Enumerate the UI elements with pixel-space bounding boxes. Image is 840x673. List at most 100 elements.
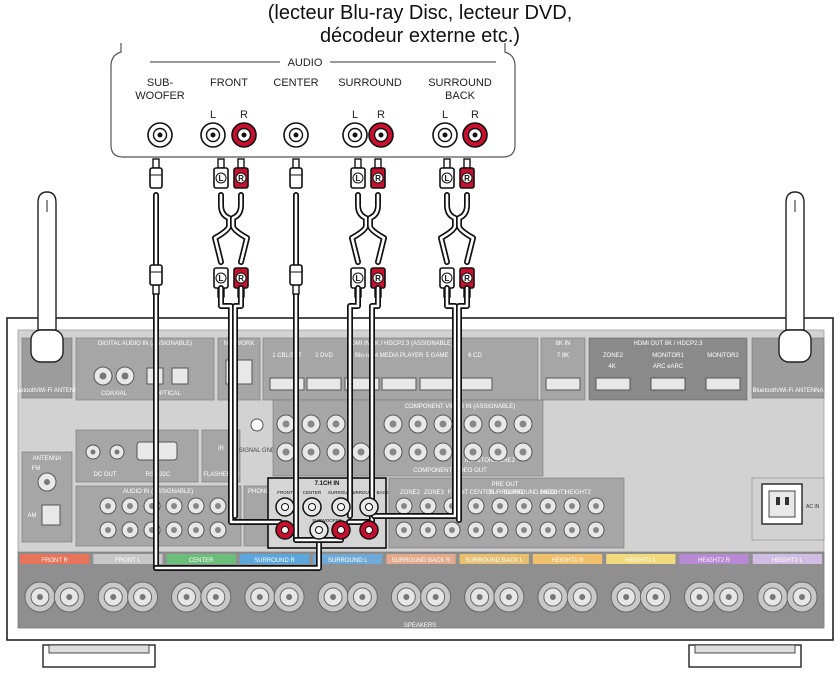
component-jack-pin [282,420,290,428]
audio-in-jack-pin [171,527,177,533]
hdmi-input-label: 2 DVD [315,353,333,359]
channel-label-sub: BACK [445,90,476,102]
speaker-terminal-label: SURROUND BACK R [392,558,451,564]
ch71-jack-ring [281,503,289,511]
hdmi-output-label: ZONE2 [603,353,624,359]
rca-plug-mono [149,264,163,295]
pre-out-jack-label: HEIGHT2 [565,490,592,496]
antenna-left [30,191,64,363]
cable-front-l-core [219,286,282,524]
ch71-jack-label: CENTER [303,490,322,495]
av-receiver: Bluetooth/Wi-Fi ANTENNA Bluetooth/Wi-Fi … [6,191,834,668]
component-jack-pin [519,448,527,456]
speaker-terminal-label: FRONT L [115,558,141,564]
speakers-label: SPEAKERS [404,623,436,629]
plug-tip [354,158,362,169]
hdmi-port [545,377,581,391]
speaker-post-hole [505,594,512,600]
pre-out-jack-label: HEIGHT1 [541,490,568,496]
channel-label: SURROUND [338,77,402,89]
plug-letter: L [356,274,361,283]
antenna-label-right: Bluetooth/Wi-Fi ANTENNA [752,388,823,394]
audio-in-jack-pin [105,527,111,533]
component-jack-pin [414,420,422,428]
plug-badge [235,172,247,184]
cable-sback-l-core [372,286,457,518]
plug-tip [237,158,245,169]
jack-side-label: L [442,109,448,121]
speaker-terminal-header [532,554,603,564]
speaker-post-hole [110,594,117,600]
speaker-terminal-header [459,554,529,564]
rca-plug-mono [289,264,303,295]
plug-badge [461,172,473,184]
ch71-jack-ring [281,526,289,534]
signal-gnd-label: SIGNAL GND [239,448,276,454]
speaker-terminal-header [386,554,456,564]
speaker-post-hole [476,594,483,600]
plug-tip [152,158,160,169]
speaker-post-hole [212,594,219,600]
speaker-post-hole [652,594,659,600]
pre-out-jack-pin [497,527,503,533]
plug-letter: R [375,274,381,283]
speaker-post-hole [286,594,293,600]
component-jack-pin [307,420,315,428]
pre-out-jack-pin [497,503,503,509]
channel-label: CENTER [273,77,318,89]
hdmi-input-label: 5 GAME [426,353,449,359]
plug-body [289,264,303,286]
rca-jack-pin [210,132,216,138]
plug-body [149,167,163,189]
ch71-jack-ring [365,503,373,511]
pre-out-jack-pin [593,503,599,509]
audio-in-jack-pin [171,503,177,509]
pre-out-jack-label: CENTER [470,490,495,496]
subwoofer-in-label: SUBWOOFER [312,518,342,523]
plug-badge [441,272,453,284]
jack-side-label: R [240,109,248,121]
speaker-post-hole [549,594,556,600]
rca-plug-red: R [370,158,386,189]
component-out-label: COMPONENT VIDEO OUT [413,468,487,474]
jack-side-label: R [377,109,385,121]
speaker-post-hole [579,594,586,600]
antenna-fm-am-label: ANTENNA [33,456,62,462]
pre-out-jack-label: SURROUND BACK [504,490,557,496]
plug-tip [217,158,225,169]
optical-label: OPTICAL [155,391,181,397]
plug-badge [461,272,473,284]
pre-out-jack-pin [425,503,431,509]
hdmi-input-label: 3 Blu-ray [350,353,374,359]
speaker-post-hole [799,594,806,600]
pre-out-jack-pin [593,527,599,533]
component-jack-pin [469,420,477,428]
speaker-post-hole [359,594,366,600]
cable-surround-back-r-top-core [457,193,475,264]
hdmi-input-label: 7 8K [557,353,569,359]
speaker-terminal-header [20,554,90,564]
speaker-terminal-label: HEIGHT1 R [552,558,585,564]
ch71-jack-ring [315,526,323,534]
rca-jack-pin [442,132,448,138]
pre-out-jack-pin [569,503,575,509]
speaker-terminal-label: HEIGHT2 R [698,558,731,564]
rca-jack-pin [241,132,247,138]
audio-in-jack-pin [215,503,221,509]
component-jack-pin [519,420,527,428]
plug-badge [215,172,227,184]
cable-surround-back-l-top-core [439,193,457,264]
plug-badge [372,172,384,184]
plug-tip [463,158,471,169]
speaker-terminal-header [166,554,236,564]
cable-surround-r-top-core [368,193,386,264]
component-jack-pin [389,448,397,456]
speaker-post-hole [432,594,439,600]
plug-badge [235,272,247,284]
ch71-jack-label: FRONT [277,490,293,495]
plug-tip [292,284,300,295]
pre-out-jack-pin [449,527,455,533]
hdmi-out-port [595,377,631,391]
ac-in-label: AC IN [806,504,820,510]
